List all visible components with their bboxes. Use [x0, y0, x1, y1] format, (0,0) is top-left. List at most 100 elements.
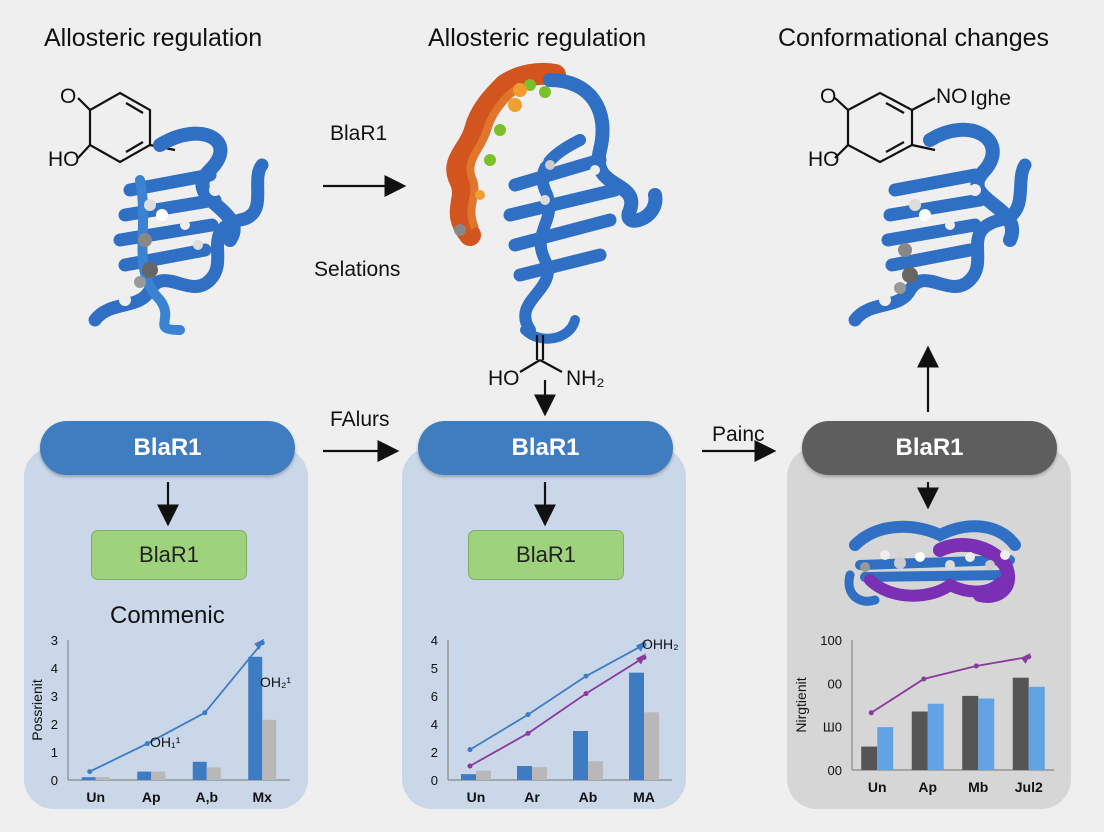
- bar: [461, 774, 476, 780]
- category-label: Jul2: [1015, 779, 1043, 795]
- commenic-caption: Commenic: [110, 602, 225, 629]
- mid-NH2-label: NH₂: [566, 367, 605, 390]
- blar1-pill-left: BlaR1: [40, 421, 295, 475]
- line-point: [144, 741, 150, 747]
- trend-line: [469, 643, 645, 751]
- y-tick-label: 2: [51, 717, 58, 732]
- middle-amide-structure: [519, 335, 563, 373]
- right-protein-ribbon: [848, 122, 1032, 327]
- category-label: A,b: [195, 789, 218, 805]
- bar: [629, 672, 644, 780]
- right-O-label: O: [820, 85, 837, 108]
- bar: [588, 761, 603, 780]
- left-benzene-ring: [77, 91, 176, 164]
- bar: [911, 711, 928, 770]
- bar: [1012, 677, 1029, 770]
- bar: [151, 771, 166, 780]
- trend-line: [469, 656, 645, 767]
- y-tick-label: 100: [820, 633, 842, 648]
- bar: [978, 698, 995, 770]
- chart-annotation: OH₂¹: [260, 674, 291, 690]
- category-label: Ap: [142, 789, 161, 805]
- y-tick-label: 5: [431, 661, 438, 676]
- bar: [95, 777, 110, 780]
- bar: [861, 746, 878, 770]
- category-label: Ab: [579, 789, 598, 805]
- top-illustrations: [77, 62, 1032, 417]
- line-point: [87, 769, 93, 775]
- line-point: [467, 747, 473, 753]
- right-protein-atoms: [879, 184, 981, 306]
- line-arrowhead: [636, 653, 646, 665]
- bar: [81, 777, 96, 780]
- bar: [476, 770, 491, 780]
- line-point: [202, 710, 208, 716]
- line-arrowhead: [636, 640, 646, 652]
- title-middle: Allosteric regulation: [428, 24, 647, 52]
- middle-protein-ribbon: [503, 73, 663, 344]
- y-axis-label: Possrienit: [29, 679, 45, 741]
- panel-arrows: [157, 440, 939, 527]
- selations-label: Selations: [314, 258, 401, 281]
- title-left: Allosteric regulation: [44, 24, 263, 52]
- trend-line: [89, 642, 263, 773]
- line-point: [525, 712, 531, 718]
- middle-protein-atoms: [532, 152, 600, 205]
- y-tick-label: 2: [431, 745, 438, 760]
- bar: [192, 761, 207, 780]
- left-protein-atoms: [119, 184, 221, 306]
- y-tick-label: 3: [51, 633, 58, 648]
- y-tick-label: Ш0: [823, 720, 842, 735]
- right-NO-label: NO: [936, 85, 968, 108]
- bar: [262, 719, 277, 780]
- bar: [206, 767, 221, 780]
- line-arrowhead: [1020, 652, 1031, 664]
- line-point: [583, 691, 589, 697]
- right-HO-label: HO: [808, 148, 840, 171]
- painc-label: Painc: [712, 423, 765, 446]
- category-label: Mb: [968, 779, 988, 795]
- y-tick-label: 6: [431, 689, 438, 704]
- trend-line: [870, 656, 1029, 714]
- line-point: [583, 673, 589, 679]
- category-label: Un: [868, 779, 887, 795]
- y-tick-label: 1: [51, 745, 58, 760]
- right-complex-protein: [844, 520, 1021, 606]
- y-tick-label: 00: [828, 763, 842, 778]
- line-point: [868, 710, 874, 716]
- bar: [248, 656, 263, 780]
- category-label: Ap: [918, 779, 937, 795]
- blar1-pill-right: BlaR1: [802, 421, 1057, 475]
- falurs-label: FAlurs: [330, 408, 390, 431]
- bar: [532, 767, 547, 780]
- y-tick-label: 00: [828, 676, 842, 691]
- line-point: [525, 730, 531, 736]
- bar: [644, 712, 659, 780]
- y-tick-label: 0: [51, 773, 58, 788]
- blar1-arrow-label: BlaR1: [330, 122, 388, 145]
- y-tick-label: 3: [51, 689, 58, 704]
- bar: [1028, 686, 1045, 770]
- bar: [573, 731, 588, 780]
- chart-annotation: OH₁¹: [150, 734, 181, 750]
- blar1-green-box-left: BlaR1: [91, 530, 247, 580]
- blar1-pill-middle: BlaR1: [418, 421, 673, 475]
- bar: [137, 771, 152, 780]
- title-right: Conformational changes: [778, 24, 1049, 52]
- category-label: Mx: [253, 789, 273, 805]
- right-ighe-label: Ighe: [970, 87, 1011, 110]
- y-axis-label: Nirgtienit: [793, 677, 809, 732]
- y-tick-label: 4: [431, 717, 438, 732]
- y-tick-label: 4: [431, 633, 438, 648]
- line-point: [921, 676, 927, 682]
- bar: [962, 695, 979, 770]
- middle-orange-helix: [446, 62, 566, 246]
- bar: [877, 727, 894, 770]
- line-arrowhead: [254, 638, 265, 650]
- line-point: [467, 763, 473, 769]
- line-point: [973, 663, 979, 669]
- category-label: Un: [86, 789, 105, 805]
